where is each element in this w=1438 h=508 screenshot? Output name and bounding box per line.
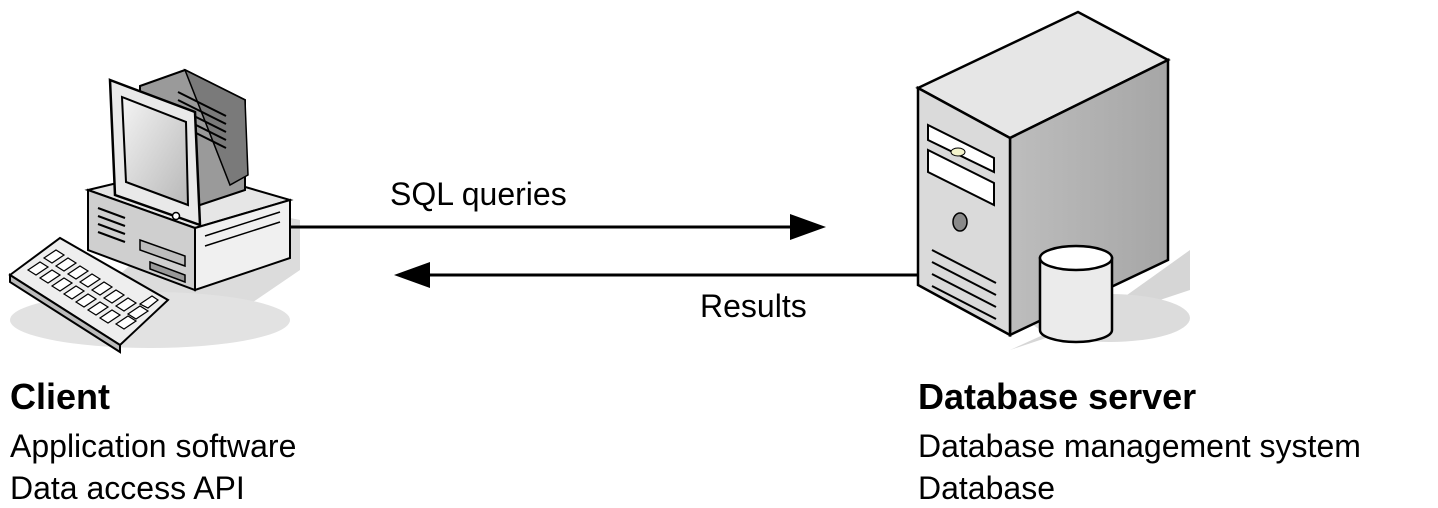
request-label: SQL queries [390,176,567,212]
server-title: Database server [918,376,1197,417]
desktop-computer-icon [8,68,300,354]
response-arrow [394,262,920,288]
client-line-2: Data access API [10,470,245,506]
client-line-1: Application software [10,428,297,464]
response-label: Results [700,288,807,324]
server-line-2: Database [918,470,1055,506]
database-cylinder-icon [1038,244,1114,344]
server-line-1: Database management system [918,428,1361,464]
client-title: Client [10,376,111,417]
request-arrow [290,214,826,240]
